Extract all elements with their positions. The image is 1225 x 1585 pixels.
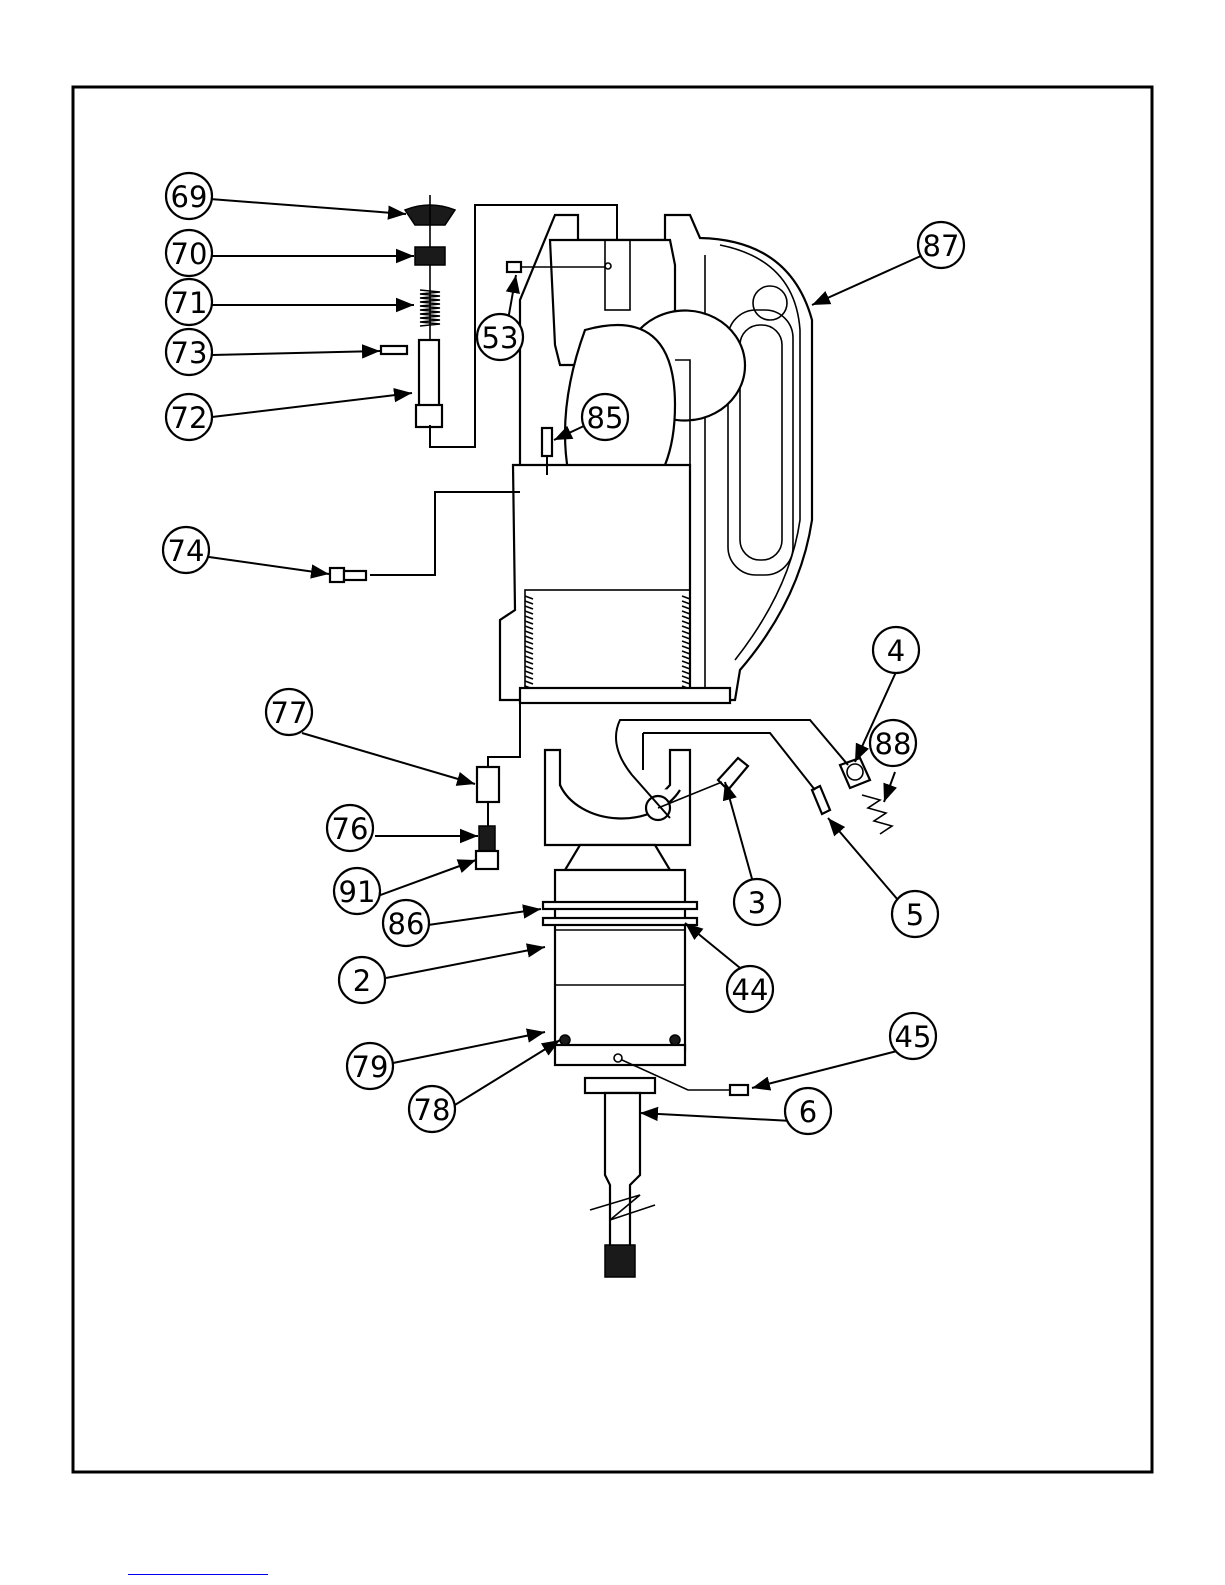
- callout-85: 85: [582, 394, 628, 440]
- page-footer-link[interactable]: [128, 1574, 268, 1575]
- callout-91: 91: [334, 868, 380, 914]
- callout-number: 86: [388, 907, 425, 941]
- callout-87: 87: [918, 222, 964, 268]
- callout-number: 53: [482, 321, 519, 355]
- ram-shaft: [585, 1078, 655, 1277]
- lower-die: [545, 750, 690, 845]
- callout-2: 2: [339, 957, 385, 1003]
- callout-4: 4: [873, 627, 919, 673]
- callout-number: 69: [171, 180, 208, 214]
- callout-number: 87: [923, 229, 960, 263]
- callout-number: 74: [168, 534, 205, 568]
- callout-76: 76: [327, 805, 373, 851]
- callout-number: 71: [171, 286, 208, 320]
- callout-number: 4: [887, 634, 905, 668]
- callout-70: 70: [166, 230, 212, 276]
- callout-44: 44: [727, 966, 773, 1012]
- callout-number: 77: [271, 696, 308, 730]
- callout-number: 91: [339, 875, 376, 909]
- callout-45: 45: [890, 1013, 936, 1059]
- callout-78: 78: [409, 1086, 455, 1132]
- callout-69: 69: [166, 173, 212, 219]
- callout-88: 88: [870, 720, 916, 766]
- callout-number: 78: [414, 1093, 451, 1127]
- callout-number: 2: [353, 964, 371, 998]
- callout-number: 79: [352, 1050, 389, 1084]
- callout-79: 79: [347, 1043, 393, 1089]
- callout-number: 72: [171, 401, 208, 435]
- callout-number: 45: [895, 1020, 932, 1054]
- callout-number: 73: [171, 336, 208, 370]
- callout-number: 85: [587, 401, 624, 435]
- callout-77: 77: [266, 689, 312, 735]
- callout-number: 44: [732, 973, 769, 1007]
- callout-86: 86: [383, 900, 429, 946]
- callout-number: 6: [799, 1095, 817, 1129]
- callout-number: 5: [906, 898, 924, 932]
- callout-72: 72: [166, 394, 212, 440]
- callout-6: 6: [785, 1088, 831, 1134]
- callout-73: 73: [166, 329, 212, 375]
- callout-74: 74: [163, 527, 209, 573]
- piston-cylinder: [543, 845, 697, 1065]
- callout-53: 53: [477, 314, 523, 360]
- callout-number: 3: [748, 886, 766, 920]
- callout-number: 88: [875, 727, 912, 761]
- callout-number: 76: [332, 812, 369, 846]
- callout-5: 5: [892, 891, 938, 937]
- callout-3: 3: [734, 879, 780, 925]
- callout-71: 71: [166, 279, 212, 325]
- callout-number: 70: [171, 237, 208, 271]
